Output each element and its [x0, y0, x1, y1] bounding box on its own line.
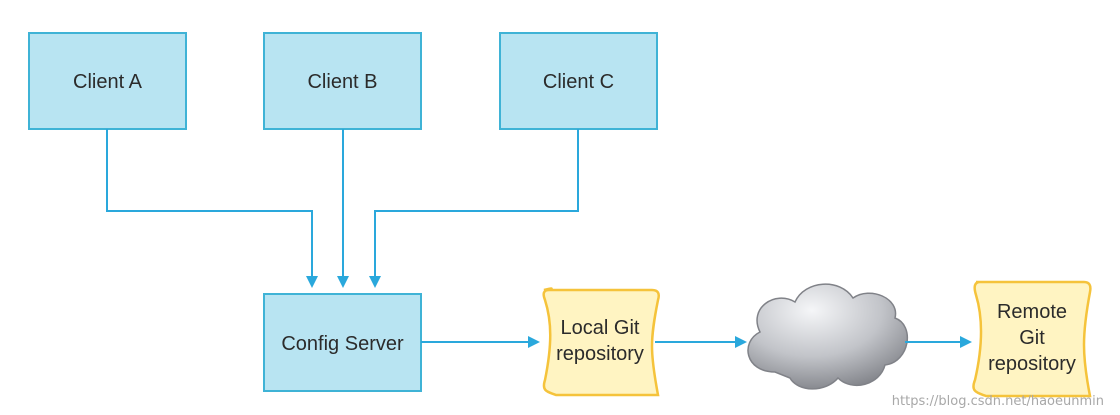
connector-client-a-to-server [106, 129, 318, 288]
remote-git-label-line-1: Remote [997, 301, 1067, 323]
client-c-box: Client C [499, 32, 658, 130]
client-a-label: Client A [73, 71, 143, 93]
client-c-label: Client C [543, 71, 614, 93]
client-b-label: Client B [307, 71, 377, 93]
watermark-text: https://blog.csdn.net/haoeunmin [891, 394, 1104, 409]
client-b-box: Client B [263, 32, 422, 130]
config-server-label: Config Server [281, 333, 404, 355]
local-git-label-line-1: Local Git [561, 317, 640, 339]
local-git-label-line-2: repository [556, 343, 644, 365]
config-server-box: Config Server [263, 293, 422, 392]
remote-git-repository-document: Remote Git repository [972, 280, 1092, 398]
connector-client-c-to-server [369, 129, 579, 288]
local-git-repository-document: Local Git repository [542, 287, 660, 397]
client-a-box: Client A [28, 32, 187, 130]
remote-git-label-line-2: Git [1019, 327, 1045, 349]
cloud-icon [747, 283, 909, 390]
remote-git-label-line-3: repository [988, 353, 1076, 375]
